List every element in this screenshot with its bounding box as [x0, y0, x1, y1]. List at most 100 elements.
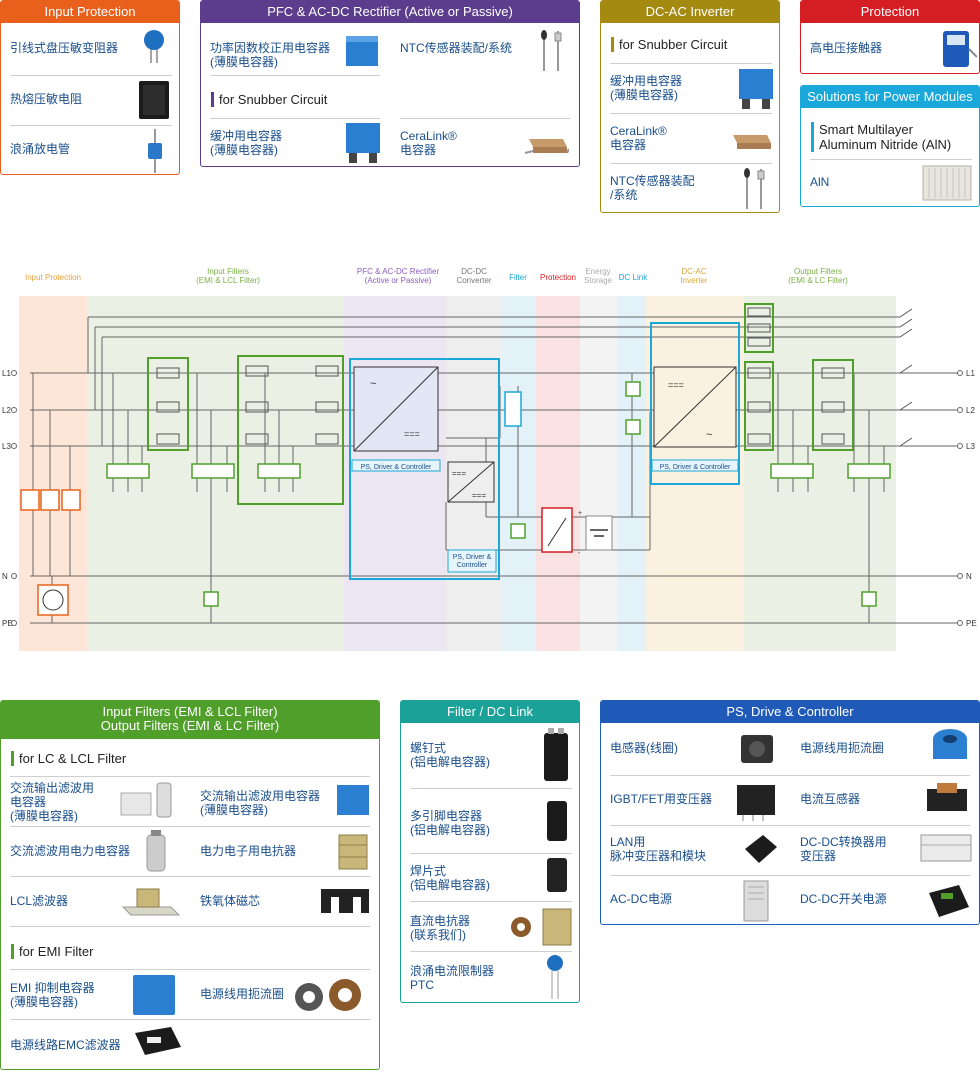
product-link[interactable]: 电力电子用电抗器: [200, 844, 297, 858]
product-link[interactable]: 直流电抗器 (联系我们): [410, 914, 471, 942]
emc-filter-image: [135, 1027, 181, 1055]
capacitor-symbol: [770, 463, 814, 479]
product-link[interactable]: 交流输出滤波用 电容器 (薄膜电容器): [10, 781, 95, 823]
dcac-panel: DC-AC Inverter for Snubber Circuit 缓冲用电容…: [600, 0, 780, 213]
product-link[interactable]: LAN用 脉冲变压器和模块: [610, 835, 707, 863]
product-link[interactable]: 缓冲用电容器 (薄膜电容器): [210, 129, 283, 157]
surge-arrester-image: [148, 129, 162, 173]
product-link[interactable]: 交流滤波用电力电容器: [10, 844, 131, 858]
ps-panel: PS, Drive & Controller 电感器(线圈) 电源线用扼流圈 I…: [600, 700, 980, 925]
product-link[interactable]: 高电压接触器: [810, 41, 883, 55]
product-link[interactable]: 浪涌放电管: [10, 142, 71, 156]
line-label-left: L1: [2, 369, 11, 378]
capacitor-symbol: [861, 591, 877, 607]
product-link[interactable]: 缓冲用电容器 (薄膜电容器): [610, 74, 683, 102]
gate-transformer-image: [737, 785, 775, 821]
product-link[interactable]: 引线式盘压敏变阻器: [10, 41, 119, 55]
choke-image: [933, 729, 967, 759]
product-link[interactable]: 交流输出滤波用电容器 (薄膜电容器): [200, 789, 321, 817]
product-link[interactable]: 浪涌电流限制器 PTC: [410, 964, 495, 992]
line-label-left: N: [2, 572, 8, 581]
svg-text:~: ~: [706, 429, 712, 441]
protection-switch: [541, 507, 573, 553]
varistor-symbol: [40, 489, 60, 511]
product-link[interactable]: 电源线路EMC滤波器: [10, 1038, 121, 1052]
output-inductor-block: [744, 303, 774, 353]
zone-filter: [502, 296, 536, 651]
panel-title: Input Protection: [1, 1, 179, 23]
lcl-filter-block: [237, 355, 344, 505]
panel-title: PFC & AC-DC Rectifier (Active or Passive…: [201, 1, 579, 23]
line-label-left: L2: [2, 406, 11, 415]
product-link[interactable]: 铁氧体磁芯: [200, 894, 261, 908]
product-link[interactable]: 焊片式 (铝电解电容器): [410, 864, 490, 892]
power-capacitor-image: [146, 830, 166, 872]
product-link[interactable]: EMI 抑制电容器 (薄膜电容器): [10, 981, 95, 1009]
varistor-symbol: [61, 489, 81, 511]
section-label-dc-link: DC Link: [619, 273, 648, 282]
product-link[interactable]: LCL滤波器: [10, 894, 69, 908]
svg-text:PS, Driver &Controller: PS, Driver &Controller: [453, 554, 492, 569]
reactor-image: [338, 834, 368, 870]
ac-capacitor-image: [120, 782, 172, 818]
product-link[interactable]: 电感器(线圈): [610, 741, 678, 755]
product-link[interactable]: 电源线用扼流圈: [800, 741, 885, 755]
output-inductor-block: [812, 359, 854, 451]
protection-panel: Protection 高电压接触器: [800, 0, 980, 74]
dc-reactor-image: [511, 908, 572, 946]
product-link[interactable]: NTC传感器装配 /系统: [610, 174, 695, 202]
svg-text:+: +: [578, 510, 582, 517]
line-label-left: PE: [2, 619, 13, 628]
line-label-left: L3: [2, 442, 11, 451]
current-transformer-image: [927, 783, 967, 811]
thermal-varistor-image: [139, 81, 169, 119]
product-link[interactable]: AlN: [810, 175, 830, 189]
section-label-input-filters: Input Filters(EMI & LCL Filter): [196, 267, 260, 285]
svg-text:===: ===: [452, 469, 466, 478]
panel-title: Protection: [801, 1, 979, 23]
section-label-filter: Filter: [509, 273, 527, 282]
screw-terminal-capacitor-image: [544, 728, 568, 781]
product-link[interactable]: 电流互感器: [800, 792, 861, 806]
ptc-image: [547, 955, 563, 999]
line-label-right: L2: [966, 406, 975, 415]
product-link[interactable]: CeraLink® 电容器: [400, 129, 457, 157]
snubber-capacitor-image: [346, 123, 380, 163]
product-link[interactable]: IGBT/FET用变压器: [610, 792, 713, 806]
ntc-sensor-image: [541, 30, 562, 71]
svg-text:PS, Driver & Controller: PS, Driver & Controller: [361, 464, 432, 471]
product-link[interactable]: 多引脚电容器 (铝电解电容器): [410, 809, 490, 837]
film-capacitor-image: [337, 785, 369, 815]
product-link[interactable]: DC-DC开关电源: [800, 892, 887, 906]
product-link[interactable]: 螺钉式 (铝电解电容器): [410, 741, 490, 769]
product-link[interactable]: NTC传感器装配/系统: [400, 41, 512, 55]
section-label-protection: Protection: [540, 273, 576, 282]
ceralink-image: [733, 135, 771, 149]
svg-text:===: ===: [472, 491, 486, 500]
filter-inductor-block: [147, 357, 189, 451]
output-inductor-block: [744, 361, 774, 451]
capacitor-symbol: [191, 463, 235, 479]
inductor-image: [741, 735, 773, 763]
svg-text:-: -: [578, 550, 581, 557]
multi-pin-capacitor-image: [547, 801, 567, 841]
product-link[interactable]: DC-DC转换器用 变压器: [800, 835, 887, 863]
panel-title: PS, Drive & Controller: [601, 701, 979, 723]
product-link[interactable]: AC-DC电源: [610, 892, 672, 906]
dclink-panel: Filter / DC Link 螺钉式 (铝电解电容器) 多引脚电容器 (铝电…: [400, 700, 580, 1003]
capacitor-symbol: [257, 463, 301, 479]
svg-text:===: ===: [668, 380, 684, 390]
product-link[interactable]: 热熔压敏电阻: [10, 92, 83, 106]
ps-driver-controller-label: [651, 459, 739, 472]
snap-in-capacitor-image: [547, 858, 567, 892]
ps-driver-controller-label: [447, 549, 497, 573]
snubber-heading: for Snubber Circuit: [211, 92, 327, 107]
product-link[interactable]: 功率因数校正用电容器 (薄膜电容器): [210, 41, 331, 69]
varistor-symbol: [20, 489, 40, 511]
svg-text:===: ===: [404, 429, 420, 439]
capacitor-symbol: [625, 381, 641, 397]
svg-text:PS, Driver & Controller: PS, Driver & Controller: [660, 464, 731, 471]
product-link[interactable]: CeraLink® 电容器: [610, 124, 667, 152]
product-link[interactable]: 电源线用扼流圈: [200, 987, 285, 1001]
